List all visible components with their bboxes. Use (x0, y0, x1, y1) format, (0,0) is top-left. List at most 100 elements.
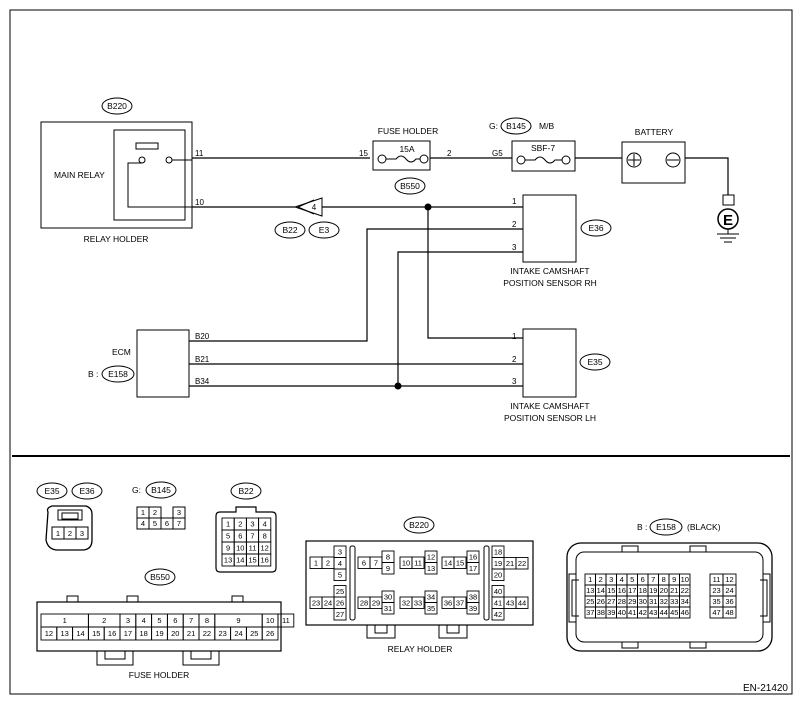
e158-pin: 39 (607, 608, 615, 617)
e158-pin: 19 (649, 586, 657, 595)
b550-pin: 21 (187, 629, 195, 638)
battery: BATTERY E (621, 127, 739, 243)
e158-pin: 35 (712, 597, 720, 606)
ecm: ECM B : E158 B20 B21 B34 (88, 329, 210, 398)
e158-pin: 36 (725, 597, 733, 606)
b550-pin: 17 (124, 629, 132, 638)
b550-pin: 6 (173, 616, 177, 625)
b220-pin: 34 (427, 592, 435, 601)
e158-pin: 28 (618, 597, 626, 606)
b220-pin: 9 (386, 564, 390, 573)
b220-cell (333, 568, 347, 581)
sensor-rh-pin-1: 1 (512, 197, 517, 206)
b220-pin: 42 (494, 610, 502, 619)
connector-e35-latch (57, 509, 83, 521)
b22-pin: 16 (261, 556, 269, 565)
b220-pin: 38 (469, 592, 477, 601)
e158-pin: 4 (620, 575, 624, 584)
b22-pin: 13 (224, 556, 232, 565)
b220-pin: 44 (518, 598, 526, 607)
e158-pin: 41 (628, 608, 636, 617)
connector-b220-rib-right (483, 545, 490, 621)
b145-pin: 3 (177, 508, 181, 517)
relay-contact (135, 142, 159, 150)
e158-pin: 8 (662, 575, 666, 584)
b550-pin: 14 (76, 629, 84, 638)
b220-cell (381, 562, 395, 575)
connector-b220-body (305, 540, 534, 626)
relay-pin-11: 11 (195, 149, 204, 158)
b220-pin: 11 (414, 558, 422, 567)
sbf-box (511, 140, 576, 172)
battery-box (621, 141, 686, 184)
b220-pin: 36 (444, 598, 452, 607)
b550-pin: 18 (140, 629, 148, 638)
b550-pin: 22 (203, 629, 211, 638)
sensor-lh-pin-2: 2 (512, 355, 517, 364)
b220-pin: 23 (312, 598, 320, 607)
e158-pin: 45 (670, 608, 678, 617)
e158-pin: 38 (597, 608, 605, 617)
b220-pin: 35 (427, 604, 435, 613)
b22-pin: 3 (250, 520, 254, 529)
sensor-rh-label-1: INTAKE CAMSHAFT (510, 266, 589, 276)
joint-code-oval-a (274, 221, 306, 239)
b220-cell (333, 608, 347, 621)
b220-pin: 22 (518, 559, 526, 568)
joint-connector: 4 B22 E3 (274, 197, 432, 390)
fuse-terminal-left (377, 154, 387, 164)
joint-arrow-inner (296, 199, 315, 215)
relay-internal-wire (127, 159, 192, 208)
b220-cell (466, 562, 480, 575)
fuse-holder-box (372, 140, 431, 171)
b550-cell (277, 613, 295, 628)
b145-pin: 7 (177, 519, 181, 528)
battery-negative-terminal (665, 152, 681, 168)
b145-pin: 2 (153, 508, 157, 517)
e158-pin: 34 (681, 597, 689, 606)
b220-pin: 29 (372, 598, 380, 607)
b220-pin: 16 (469, 552, 477, 561)
b22-pin: 7 (250, 532, 254, 541)
b220-cell (411, 596, 425, 609)
ecm-pin-b34: B34 (195, 377, 210, 386)
ecm-code: E158 (108, 369, 128, 379)
relay-pin-10: 10 (195, 198, 204, 207)
doc-code: EN-21420 (743, 683, 788, 694)
connector-e158-body-outer (566, 542, 773, 652)
e158-pin: 24 (725, 586, 733, 595)
connector-b220-oval (403, 516, 435, 534)
b220-pin: 7 (374, 558, 378, 567)
fuse-code-label: B550 (400, 181, 420, 191)
connector-e36-oval (71, 482, 103, 500)
e158-pin: 11 (713, 575, 721, 584)
e158-pin: 21 (670, 586, 678, 595)
connector-b220-latches (366, 625, 468, 639)
sensor-rh-label-2: POSITION SENSOR RH (503, 278, 597, 288)
b220-pin: 17 (469, 564, 477, 573)
b145-pin: 5 (153, 519, 157, 528)
fuse-pin-2: 2 (447, 149, 452, 158)
connector-e158-color: (BLACK) (687, 522, 721, 532)
b145-pin: 1 (141, 508, 145, 517)
battery-positive-terminal (626, 152, 642, 168)
b220-cell (491, 568, 505, 581)
b220-pin: 40 (494, 587, 502, 596)
connector-e158-code: E158 (656, 522, 676, 532)
battery-positive-sign (628, 154, 640, 166)
b220-pin: 19 (494, 559, 502, 568)
sbf-element (525, 156, 562, 164)
e158-pin: 17 (628, 586, 636, 595)
connector-e158-oval (649, 518, 683, 536)
joint-pin-4: 4 (312, 203, 317, 212)
b220-cell (411, 556, 425, 569)
ecm-code-oval (101, 365, 135, 383)
outer-frame (9, 9, 793, 695)
mb-code-label: B145 (506, 121, 526, 131)
b220-pin: 6 (362, 558, 366, 567)
e158-pin: 1 (588, 575, 592, 584)
